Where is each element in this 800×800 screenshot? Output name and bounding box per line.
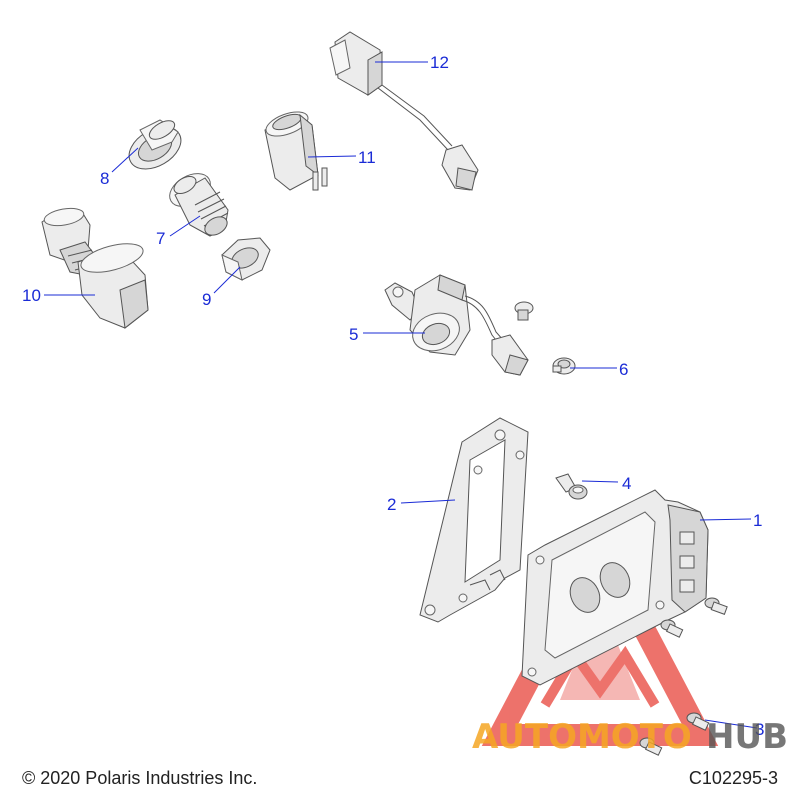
part-10-switch [41, 207, 149, 329]
watermark-automoto: AUTOMOTO [472, 717, 692, 757]
callout-5: 5 [349, 325, 358, 344]
callout-7: 7 [156, 229, 165, 248]
callout-10: 10 [22, 286, 41, 305]
part-7-socket [169, 173, 229, 237]
callout-4: 4 [622, 474, 631, 493]
callout-2: 2 [387, 495, 396, 514]
callout-6: 6 [619, 360, 628, 379]
leader-lines [44, 61, 758, 729]
part-3-screws [639, 597, 728, 756]
callout-8: 8 [100, 169, 109, 188]
screw-c [686, 712, 710, 731]
callout-11: 11 [358, 148, 376, 167]
screw-d [639, 737, 663, 756]
callout-labels: 12 11 8 7 9 10 5 6 2 4 1 3 [22, 53, 764, 739]
part-6-bolt [552, 357, 576, 375]
callout-3: 3 [755, 720, 764, 739]
part-12-sensor [329, 31, 479, 191]
part-5-sensor [384, 274, 529, 376]
part-9-hex-nut [221, 237, 271, 281]
screw-b [660, 619, 684, 638]
part-8-ring-nut [128, 119, 182, 170]
part-11-relay [264, 111, 328, 191]
part-4-rivet [555, 473, 588, 500]
screw-a [704, 597, 728, 615]
callout-12: 12 [430, 53, 449, 72]
diagram-id: C102295-3 [689, 768, 778, 788]
part-screw-5 [514, 301, 534, 321]
part-1-ecu [521, 489, 709, 686]
callout-1: 1 [753, 511, 762, 530]
copyright-text: © 2020 Polaris Industries Inc. [22, 768, 257, 788]
watermark-hub: HUB [706, 717, 788, 757]
callout-9: 9 [202, 290, 211, 309]
part-2-bracket [419, 417, 529, 623]
watermark-text: AUTOMOTO HUB [472, 717, 788, 757]
